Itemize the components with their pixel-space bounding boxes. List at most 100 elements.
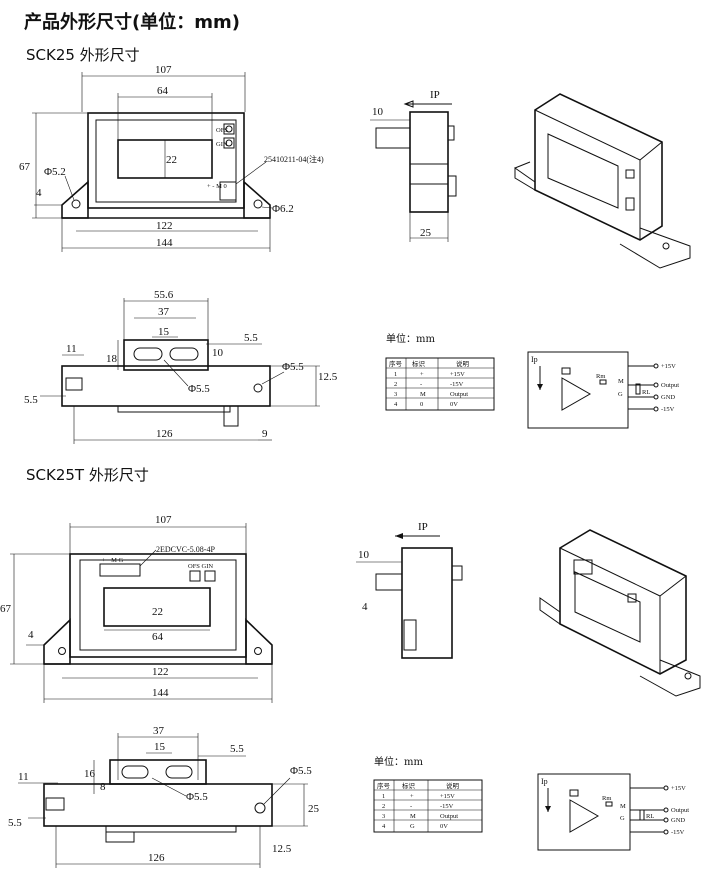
sck25-dim-67: 67 — [19, 161, 31, 173]
sck25-dim-4: 4 — [36, 187, 42, 199]
sck25t-td-2-1: M — [410, 813, 416, 820]
sck25t-dim-144: 144 — [152, 687, 169, 699]
sck25-b-dim-9: 9 — [262, 428, 268, 440]
sck25-c-g: G — [618, 391, 623, 398]
sck25t-front-view: 107 + - M G 2EDCVC-5.08-4P OFS GIN 22 64… — [0, 514, 273, 703]
sck25t-th-0: 序号 — [377, 781, 391, 790]
sck25t-b-dim-11: 11 — [18, 771, 29, 783]
sck25t-th-1: 标识 — [402, 781, 416, 790]
sck25-pin-table: 单位：mm 序号 标识 说明 1 + +15V 2 - -15V 3 M Out… — [385, 332, 495, 411]
sck25-c-rm: Rm — [596, 373, 605, 380]
sck25t-bottom-view: 37 15 5.5 11 16 8 Φ5.5 Φ5.5 25 5.5 126 — [8, 725, 320, 868]
sck25t-td-0-1: + — [410, 793, 414, 800]
page-title: 产品外形尺寸(单位：mm) — [24, 12, 240, 33]
sck25t-td-3-1: G — [410, 823, 415, 830]
sck25-side-dim-25: 25 — [420, 227, 432, 239]
sck25-c-out: Output — [661, 382, 679, 389]
sck25t-c-rm: Rm — [602, 795, 611, 802]
sck25-dim-64: 64 — [157, 85, 169, 97]
sck25t-th-2: 说明 — [446, 781, 460, 790]
sck25-heading: SCK25 外形尺寸 — [26, 46, 140, 64]
sck25t-td-1-0: 2 — [382, 803, 385, 810]
sck25-dim-d52: Φ5.2 — [44, 166, 66, 178]
sck25-dim-122: 122 — [156, 220, 173, 232]
sck25-td-2-1: M — [420, 391, 426, 398]
sck25-iso-view — [514, 93, 691, 269]
sck25-dim-d62: Φ6.2 — [272, 203, 294, 215]
sck25t-c-p15: +15V — [671, 785, 686, 792]
sck25-ofs-label: OFS — [216, 127, 228, 134]
sck25-b-dim-126: 126 — [156, 428, 173, 440]
sck25t-c-g: G — [620, 815, 625, 822]
sck25-gin-label: GIN — [216, 141, 228, 148]
sck25-bottom-view: 55.6 37 15 5.5 11 18 10 Φ5.5 Φ5.5 12.5 5… — [24, 289, 338, 444]
sck25t-c-gnd: GND — [671, 817, 685, 824]
sck25t-b-dim-126: 126 — [148, 852, 165, 864]
sck25-b-dim-18: 18 — [106, 353, 118, 365]
sck25-th-2: 说明 — [456, 359, 470, 368]
sck25-b-dim-55c: 5.5 — [24, 394, 38, 406]
sck25t-td-3-0: 4 — [382, 823, 386, 830]
sck25t-td-0-0: 1 — [382, 793, 385, 800]
sck25t-connector-label: 2EDCVC-5.08-4P — [156, 545, 215, 554]
sck25-td-1-0: 2 — [394, 381, 397, 388]
sck25-td-0-2: +15V — [450, 371, 465, 378]
sck25-circuit: Ip Rm RL M G +15V Output GND -15V — [527, 351, 679, 429]
sck25-b-dim-37: 37 — [158, 306, 170, 318]
sck25t-dim-64: 64 — [152, 631, 164, 643]
sck25t-c-rl: RL — [646, 813, 654, 820]
sck25-dim-22: 22 — [166, 154, 177, 166]
sck25-front-view: 107 64 22 OFS GIN + - M 0 25410211-04(注4… — [19, 64, 324, 252]
sck25t-td-1-1: - — [410, 803, 412, 810]
sck25t-b-dim-d55a: Φ5.5 — [186, 791, 208, 803]
sck25-td-3-2: 0V — [450, 401, 458, 408]
sck25t-dim-67: 67 — [0, 603, 12, 615]
sck25-dim-107: 107 — [155, 64, 172, 76]
sck25t-dim-4: 4 — [28, 629, 34, 641]
sck25t-td-2-0: 3 — [382, 813, 385, 820]
sck25-b-dim-556: 55.6 — [154, 289, 174, 301]
sck25-td-0-1: + — [420, 371, 424, 378]
sck25t-c-m15: -15V — [671, 829, 685, 836]
sck25-td-1-2: -15V — [450, 381, 464, 388]
sck25-pin-labels: + - M 0 — [207, 183, 227, 190]
sck25-b-dim-11: 11 — [66, 343, 77, 355]
sck25t-dim-122: 122 — [152, 666, 169, 678]
sck25-td-3-0: 4 — [394, 401, 398, 408]
sck25-th-0: 序号 — [389, 359, 403, 368]
sck25-td-0-0: 1 — [394, 371, 397, 378]
sck25-c-p15: +15V — [661, 363, 676, 370]
sck25-side-dim-10: 10 — [372, 106, 384, 118]
sck25-side-view: IP 10 25 — [370, 89, 457, 242]
sck25-ip-label: IP — [430, 89, 440, 101]
sck25t-b-dim-8: 8 — [100, 781, 106, 793]
sck25-td-2-2: Output — [450, 391, 468, 398]
sck25-c-ip: Ip — [531, 355, 538, 364]
sck25t-side-dim-10: 10 — [358, 549, 370, 561]
sck25t-c-m: M — [620, 803, 626, 810]
sck25-b-dim-125: 12.5 — [318, 371, 338, 383]
sck25t-b-dim-37: 37 — [153, 725, 165, 737]
sck25-connector-label: 25410211-04(注4) — [264, 154, 324, 164]
sck25-b-dim-d55a: Φ5.5 — [188, 383, 210, 395]
sck25-c-m: M — [618, 378, 624, 385]
sck25-b-dim-55: 5.5 — [244, 332, 258, 344]
sck25t-dim-107: 107 — [155, 514, 172, 526]
sck25t-dim-22: 22 — [152, 606, 163, 618]
sck25-b-dim-d55b: Φ5.5 — [282, 361, 304, 373]
sck25-dim-144: 144 — [156, 237, 173, 249]
sck25t-b-dim-55c: 5.5 — [8, 817, 22, 829]
sck25t-b-dim-16: 16 — [84, 768, 96, 780]
sck25t-side-dim-4: 4 — [362, 601, 368, 613]
sck25-b-dim-10: 10 — [212, 347, 224, 359]
sck25-unit: 单位：mm — [386, 332, 435, 345]
sck25t-td-3-2: 0V — [440, 823, 448, 830]
sck25t-c-out: Output — [671, 807, 689, 814]
sck25t-td-2-2: Output — [440, 813, 458, 820]
sck25t-td-1-2: -15V — [440, 803, 454, 810]
sck25t-b-dim-55: 5.5 — [230, 743, 244, 755]
sck25t-heading: SCK25T 外形尺寸 — [26, 466, 149, 484]
sck25t-b-dim-d55b: Φ5.5 — [290, 765, 312, 777]
sck25-c-gnd: GND — [661, 394, 675, 401]
